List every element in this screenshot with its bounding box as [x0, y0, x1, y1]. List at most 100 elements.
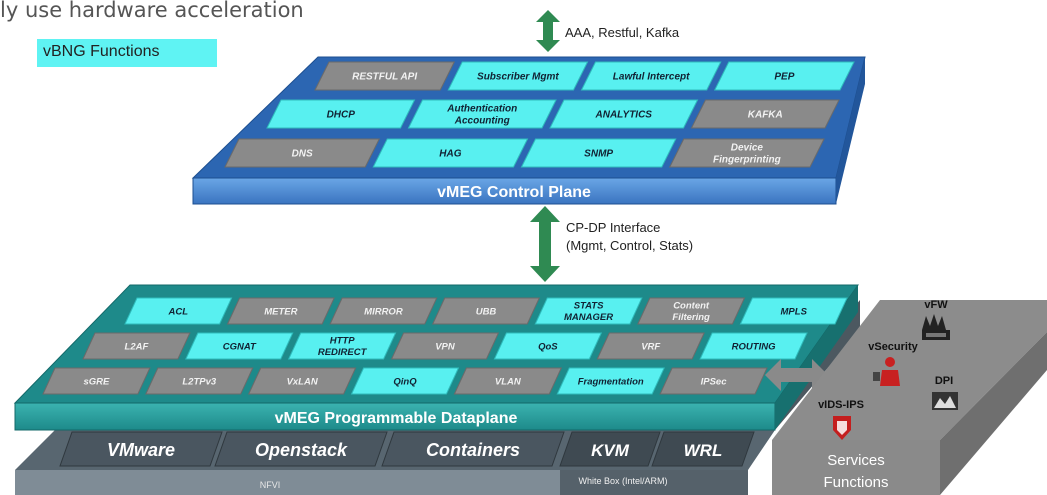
dp-tile-shape: [637, 297, 746, 325]
security-guard-icon: [873, 357, 900, 386]
dp-tile-label: METER: [264, 306, 297, 317]
firewall-icon: [922, 314, 950, 340]
cp-tile-shape: [407, 99, 557, 129]
dp-tile-label: VPN: [435, 341, 456, 352]
dp-tile-shape: [42, 367, 151, 395]
dp-tile-label: sGRE: [83, 376, 110, 387]
dp-tile-vlan: VLAN: [453, 367, 563, 395]
dp-tile-label: STATS: [574, 301, 604, 312]
dp-tile-label: MANAGER: [564, 312, 613, 323]
dp-tile-label: CGNAT: [223, 341, 257, 352]
nfvi-platform-label: KVM: [591, 441, 630, 460]
dp-tile-label: QoS: [538, 341, 558, 352]
dp-tile-shape: [82, 332, 191, 360]
cp-tile-shape: [580, 61, 722, 91]
dp-tile-vrf: VRF: [596, 332, 705, 360]
dp-tile-label: L2AF: [125, 341, 149, 352]
dp-tile-label: VRF: [641, 341, 660, 352]
vids-label: vIDS-IPS: [818, 399, 864, 411]
nfvi-label: NFVI: [260, 480, 281, 490]
nfvi-platform-label: WRL: [684, 441, 723, 460]
dp-tile-sgre: sGRE: [42, 367, 151, 395]
dp-tile-label: L2TPv3: [182, 376, 217, 387]
cp-tile-shape: [372, 138, 529, 168]
cp-tile-label: HAG: [439, 149, 461, 160]
cp-tile-shape: [713, 61, 855, 91]
nfvi-platform-label: Containers: [426, 440, 520, 460]
cp-tile-dhcp: DHCP: [266, 99, 416, 129]
cp-tile-analytics: ANALYTICS: [549, 99, 699, 129]
cpdp-label-line2: (Mgmt, Control, Stats): [566, 238, 693, 253]
vfw-label: vFW: [924, 299, 948, 311]
cp-tile-pep: PEP: [713, 61, 855, 91]
dp-tile-acl: ACL: [124, 297, 233, 325]
services-side: [940, 332, 1047, 495]
cp-tile-shape: [447, 61, 589, 91]
control-plane-title: vMEG Control Plane: [437, 184, 591, 201]
cp-tile-label: Fingerprinting: [713, 155, 781, 166]
cp-tile-shape: [690, 99, 840, 129]
dp-tile-label: MPLS: [781, 306, 808, 317]
dp-tile-label: IPSec: [701, 376, 728, 387]
nfvi-block-wrl: [651, 431, 755, 467]
dp-tile-l2af: L2AF: [82, 332, 191, 360]
dp-tile-label: VLAN: [495, 376, 522, 387]
whitebox-label: White Box (Intel/ARM): [578, 476, 667, 486]
dp-tile-label: MIRROR: [364, 306, 403, 317]
nfvi-platform-label: VMware: [107, 440, 175, 460]
dp-tile-shape: [390, 332, 500, 360]
cpdp-double-arrow-icon: [530, 206, 560, 282]
vsecurity-label: vSecurity: [868, 341, 918, 353]
dp-tile-meter: METER: [226, 297, 335, 325]
dp-tile-shape: [185, 332, 294, 360]
dp-tile-shape: [226, 297, 335, 325]
cp-tile-subscriber-mgmt: Subscriber Mgmt: [447, 61, 589, 91]
services-front: [772, 440, 940, 495]
dp-tile-label: ROUTING: [732, 341, 776, 352]
cp-tile-shape: [314, 61, 456, 91]
dp-tile-label: QinQ: [393, 376, 417, 387]
dp-tile-shape: [534, 297, 643, 325]
cp-tile-restful-api: RESTFUL API: [314, 61, 456, 91]
dp-tile-shape: [247, 367, 357, 395]
inspection-icon: [932, 392, 958, 410]
dp-tile-shape: [350, 367, 460, 395]
cp-tile-label: Device: [731, 143, 764, 154]
dp-tile-shape: [287, 332, 397, 360]
cp-tile-dns: DNS: [224, 138, 381, 168]
intro-text: ly use hardware acceleration: [0, 0, 304, 22]
dp-tile-label: HTTP: [330, 336, 355, 347]
dp-tile-shape: [556, 367, 665, 395]
cp-tile-label: DNS: [292, 149, 313, 160]
cp-tile-label: SNMP: [584, 149, 613, 160]
dp-tile-shape: [431, 297, 541, 325]
cp-tile-label: ANALYTICS: [595, 110, 653, 121]
nfvi-block-containers: [381, 431, 565, 467]
services-title-line1: Services: [827, 452, 885, 469]
services-functions: Services Functions vFW vSecurity DPI vID…: [772, 299, 1047, 495]
cp-tile-shape: [549, 99, 699, 129]
cpdp-interface: CP-DP Interface (Mgmt, Control, Stats): [530, 206, 693, 282]
dp-tile-shape: [596, 332, 705, 360]
dp-tile-cgnat: CGNAT: [185, 332, 294, 360]
dp-tile-routing: ROUTING: [699, 332, 808, 360]
dp-tile-vxlan: VxLAN: [247, 367, 357, 395]
cp-tile-kafka: KAFKA: [690, 99, 840, 129]
dp-tile-label: ACL: [168, 306, 189, 317]
dp-tile-label: Content: [673, 301, 710, 312]
dp-tile-mpls: MPLS: [739, 297, 848, 325]
services-double-arrow-icon: [765, 359, 828, 391]
services-top: [772, 300, 1047, 440]
dp-tile-shape: [659, 367, 768, 395]
cp-tile-shape: [520, 138, 677, 168]
dp-tile-shape: [124, 297, 233, 325]
cp-tile-shape: [224, 138, 381, 168]
cp-tile-label: DHCP: [327, 110, 356, 121]
dp-tile-l2tpv3: L2TPv3: [145, 367, 254, 395]
dp-tile-shape: [329, 297, 438, 325]
dpi-label: DPI: [935, 375, 953, 387]
